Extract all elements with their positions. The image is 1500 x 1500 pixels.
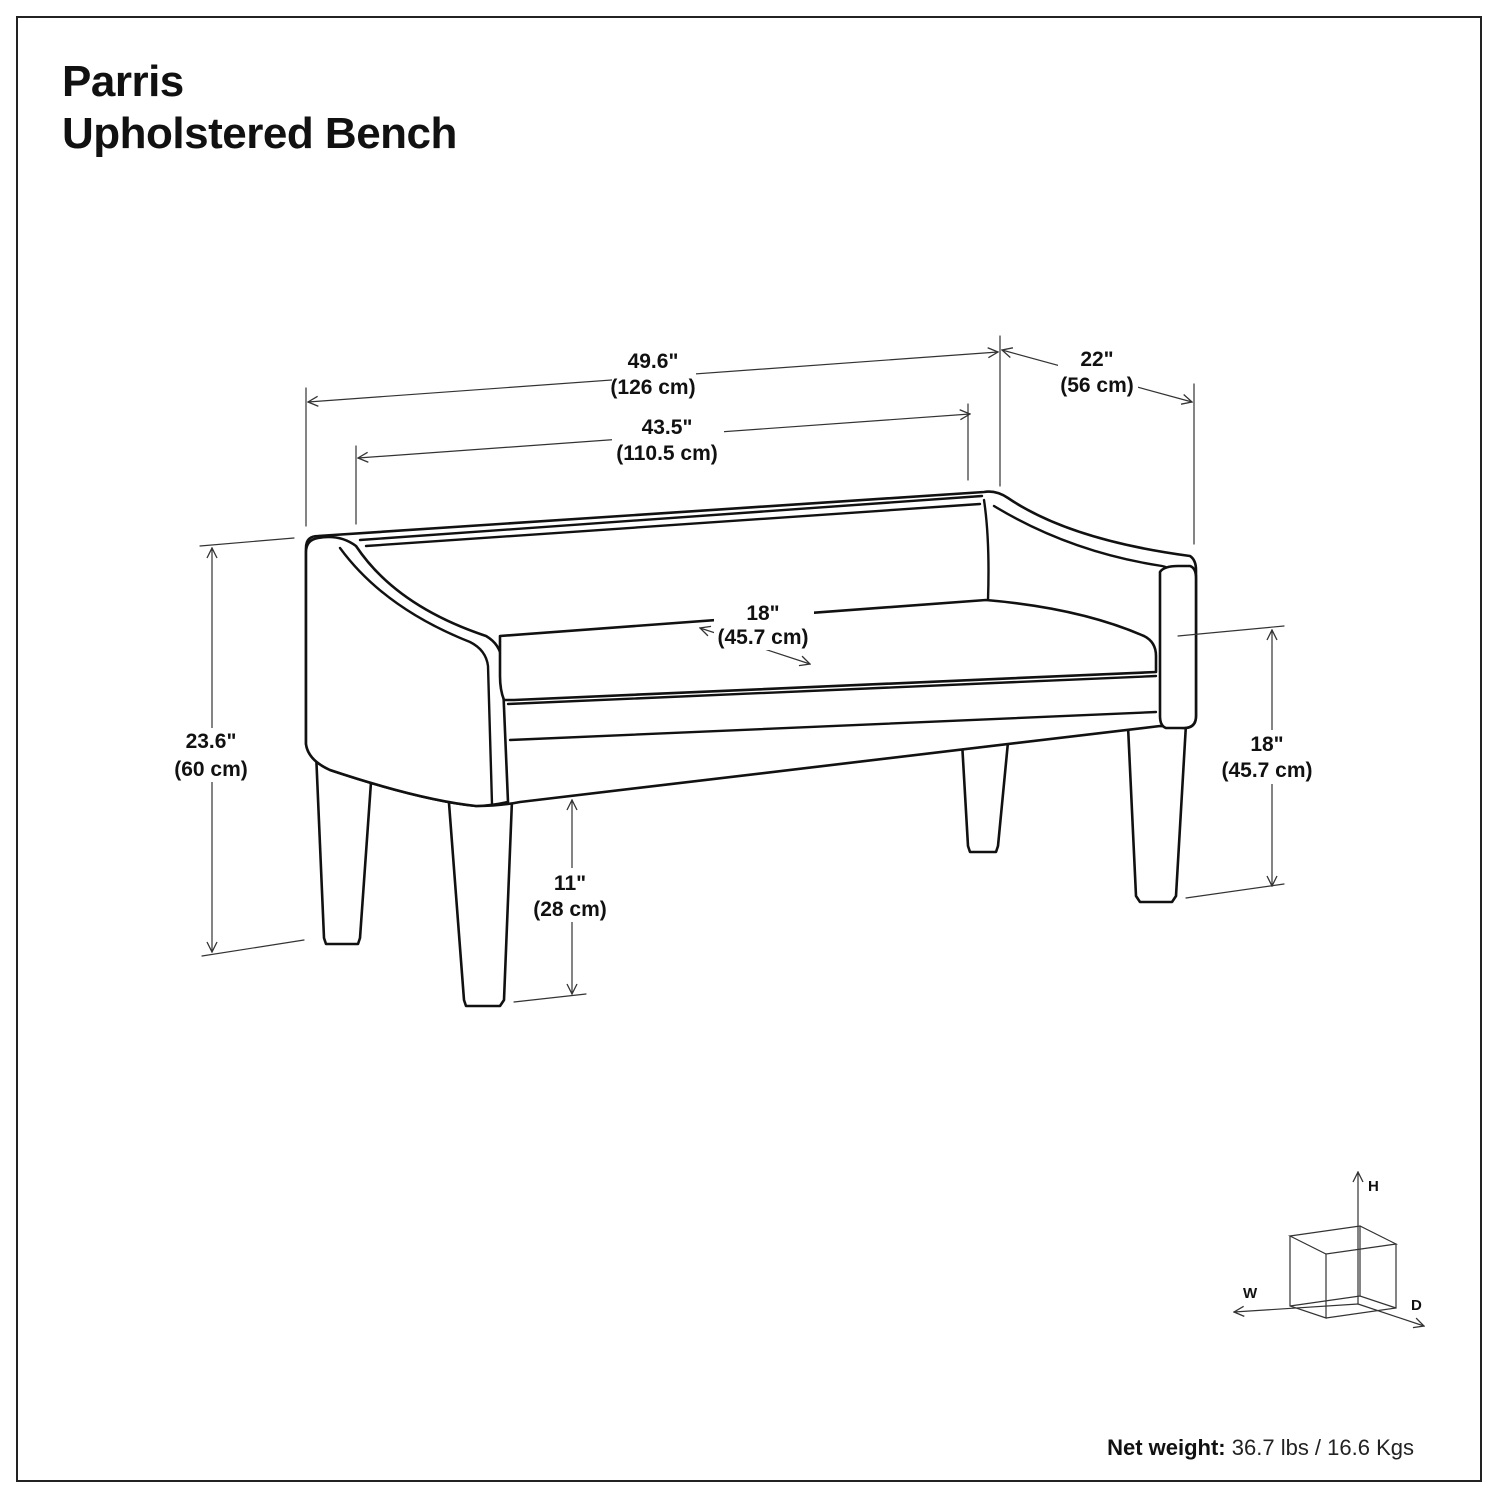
seat-depth-imperial: 18" (746, 602, 779, 625)
inner-width-metric: (110.5 cm) (616, 442, 718, 465)
net-weight: Net weight: 36.7 lbs / 16.6 Kgs (1107, 1435, 1414, 1461)
axis-height-label: H (1368, 1178, 1379, 1195)
axis-depth-label: D (1411, 1297, 1422, 1314)
backrest-inner (364, 502, 982, 548)
seat-cushion (498, 598, 1158, 702)
leg-height-metric: (28 cm) (533, 898, 607, 921)
overall-width-imperial: 49.6" (628, 350, 679, 373)
right-arm-front (1158, 564, 1198, 730)
leg-height-imperial: 11" (554, 872, 586, 895)
seat-height-metric: (45.7 cm) (1221, 759, 1312, 782)
seat-bottom-edge (508, 710, 1158, 742)
bench-legs (314, 722, 1188, 1008)
overall-width-metric: (126 cm) (610, 376, 695, 399)
back-right-leg (960, 740, 1010, 854)
front-left-leg (446, 788, 514, 1008)
front-right-leg (1126, 722, 1188, 904)
depth-metric: (56 cm) (1060, 374, 1134, 397)
left-arm (304, 535, 510, 808)
product-title-line1: Parris (62, 57, 184, 106)
backrest-right-edge (982, 498, 990, 602)
net-weight-value: 36.7 lbs / 16.6 Kgs (1231, 1435, 1414, 1460)
overall-height-imperial: 23.6" (186, 730, 237, 753)
overall-height-metric: (60 cm) (174, 758, 248, 781)
dimension-labels: 49.6" (126 cm) 43.5" (110.5 cm) 22" (56 … (168, 346, 1318, 922)
backrest-top (358, 494, 984, 542)
seat-depth-metric: (45.7 cm) (717, 626, 808, 649)
seat-height-imperial: 18" (1250, 733, 1283, 756)
border-frame (16, 16, 1482, 1482)
axis-width-label: W (1243, 1285, 1258, 1302)
product-title: Parris Upholstered Bench (62, 56, 457, 160)
left-arm-inner-curve (338, 546, 494, 806)
axes-legend-cube-icon: H W D (1234, 1172, 1424, 1326)
depth-imperial: 22" (1080, 348, 1113, 371)
net-weight-label: Net weight: (1107, 1435, 1226, 1460)
product-title-line2: Upholstered Bench (62, 109, 457, 158)
seat-front-rail (506, 674, 1158, 706)
inner-width-imperial: 43.5" (642, 416, 693, 439)
